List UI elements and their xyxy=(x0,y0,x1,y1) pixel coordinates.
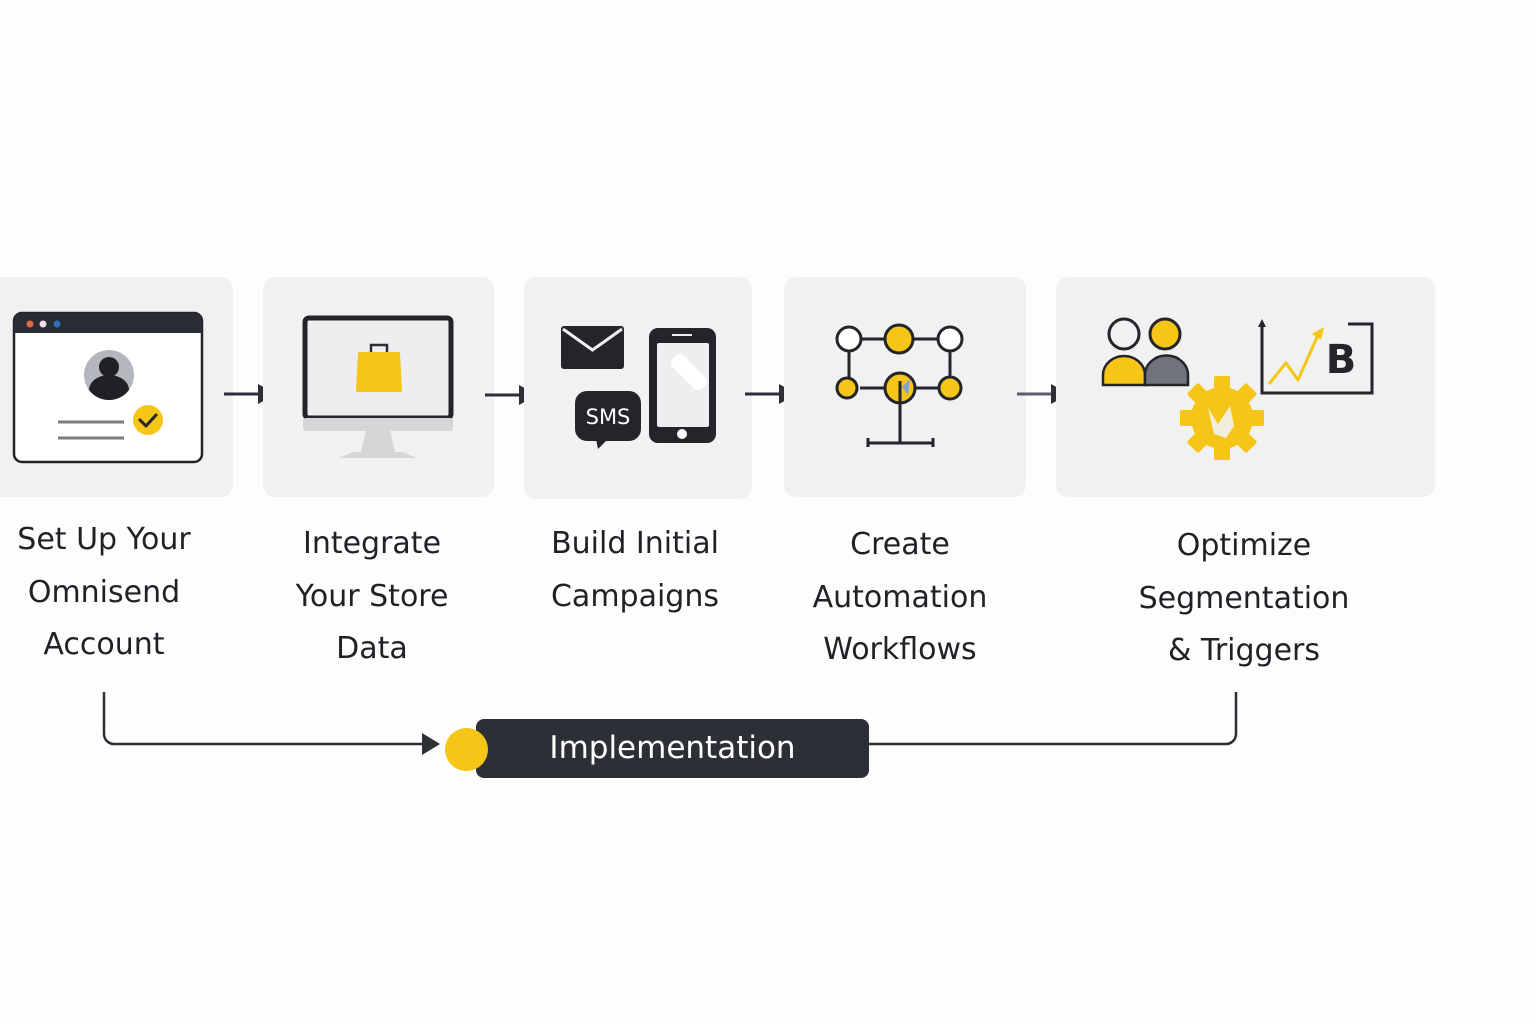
label-line: Omnisend xyxy=(27,574,181,610)
step-label-optimize-segmentation: Optimize Segmentation & Triggers xyxy=(1124,520,1364,678)
label-line: Build Initial xyxy=(551,526,719,561)
label-line: Data xyxy=(336,631,408,666)
step-card-create-automation xyxy=(784,277,1026,497)
label-line: Campaigns xyxy=(550,578,719,614)
phase-marker-dot xyxy=(445,728,488,771)
label-line: Create xyxy=(850,527,950,562)
sms-bubble-icon: SMS xyxy=(575,391,641,449)
step-label-build-campaigns: Build Initial Campaigns xyxy=(530,518,740,623)
label-line: Set Up Your xyxy=(17,522,191,557)
step-label-create-automation: Create Automation Workflows xyxy=(790,519,1010,677)
step-card-optimize-segmentation: B xyxy=(1056,277,1435,497)
phase-label-implementation: Implementation xyxy=(476,719,869,778)
svg-text:B: B xyxy=(1326,337,1357,383)
email-icon xyxy=(561,326,624,369)
svg-text:SMS: SMS xyxy=(586,405,631,429)
label-line: Optimize xyxy=(1176,528,1312,563)
step-label-setup-account: Set Up Your Omnisend Account xyxy=(4,514,204,672)
label-line: Account xyxy=(43,627,165,662)
users-gear-ab-chart-icon: B xyxy=(1101,317,1374,460)
connector-arrowhead xyxy=(422,733,440,755)
workflow-nodes-icon xyxy=(835,323,964,447)
label-line: Workflows xyxy=(823,632,977,667)
step-card-setup-account xyxy=(0,277,233,497)
mobile-phone-icon xyxy=(649,328,716,443)
label-line: & Triggers xyxy=(1167,633,1321,668)
gear-icon xyxy=(1180,376,1264,460)
label-line: Integrate xyxy=(302,526,442,561)
browser-window-profile-check-icon xyxy=(12,311,204,464)
users-icon xyxy=(1101,317,1190,387)
step-card-build-campaigns: SMS xyxy=(524,277,752,499)
step-label-integrate-store: Integrate Your Store Data xyxy=(272,518,472,676)
label-line: Automation xyxy=(812,579,988,615)
ab-test-chart-icon: B xyxy=(1258,319,1374,395)
step-card-integrate-store xyxy=(263,277,494,497)
label-line: Your Store xyxy=(295,578,449,614)
monitor-shopping-bag-icon xyxy=(302,315,454,458)
label-line: Segmentation xyxy=(1138,580,1350,616)
email-sms-phone-icon: SMS xyxy=(561,326,716,449)
